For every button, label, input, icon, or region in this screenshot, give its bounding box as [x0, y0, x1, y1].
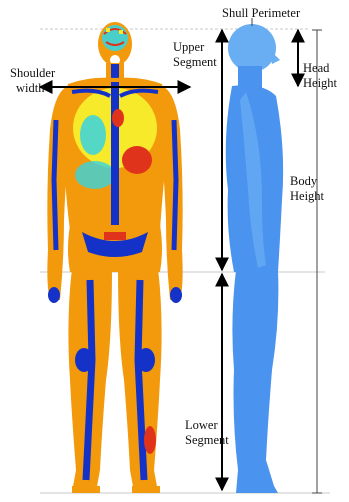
side-legs: [232, 270, 278, 493]
head-height-label: Head Height: [303, 61, 337, 91]
side-head: [228, 24, 276, 72]
skull-perimeter-label: Shull Perimeter: [222, 6, 300, 21]
body-height-label: Body Height: [290, 174, 324, 204]
front-body-figure: [47, 22, 182, 493]
front-right-arm: [160, 86, 183, 300]
side-body-silhouette: [226, 24, 283, 493]
upper-segment-label: Upper Segment: [173, 40, 217, 70]
shoulder-width-label: Shoulder width: [10, 66, 55, 96]
lower-segment-label: Lower Segment: [185, 418, 229, 448]
